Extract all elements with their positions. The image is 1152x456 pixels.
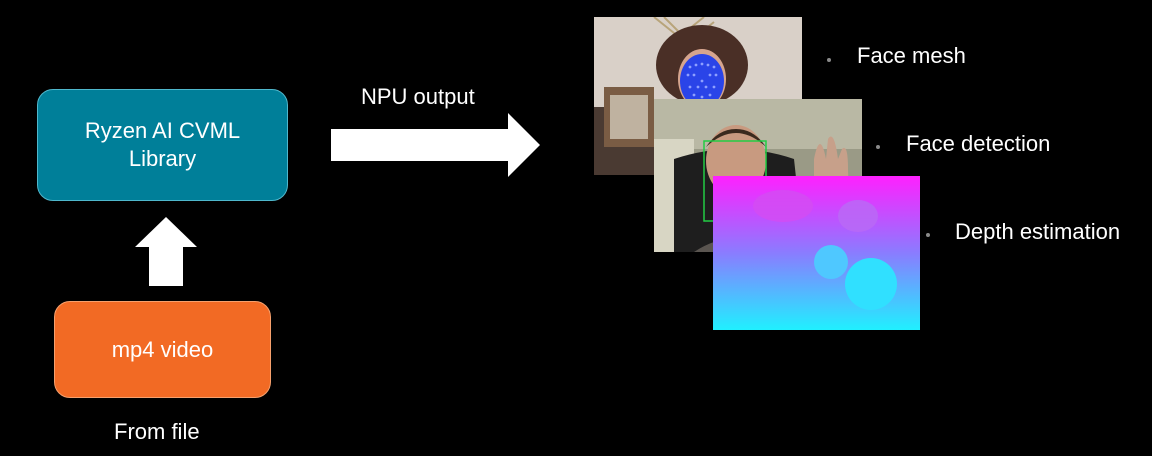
- bullet-face-mesh: [827, 58, 831, 62]
- mp4-video-block: mp4 video: [54, 301, 271, 398]
- depth-estimation-image: [713, 176, 920, 330]
- npu-output-label: NPU output: [361, 84, 475, 109]
- output-face-mesh: Face mesh: [857, 43, 966, 68]
- output-depth-estimation: Depth estimation: [955, 219, 1121, 244]
- mp4-video-label: mp4 video: [111, 336, 214, 362]
- bullet-face-detection: [876, 145, 880, 149]
- cvml-library-label: Ryzen AI CVML Library: [84, 118, 241, 171]
- cvml-library-block: Ryzen AI CVML Library: [37, 89, 288, 201]
- output-face-detection: Face detection: [906, 131, 1051, 156]
- bullet-depth-estimation: [926, 233, 930, 237]
- from-file-label: From file: [114, 419, 200, 444]
